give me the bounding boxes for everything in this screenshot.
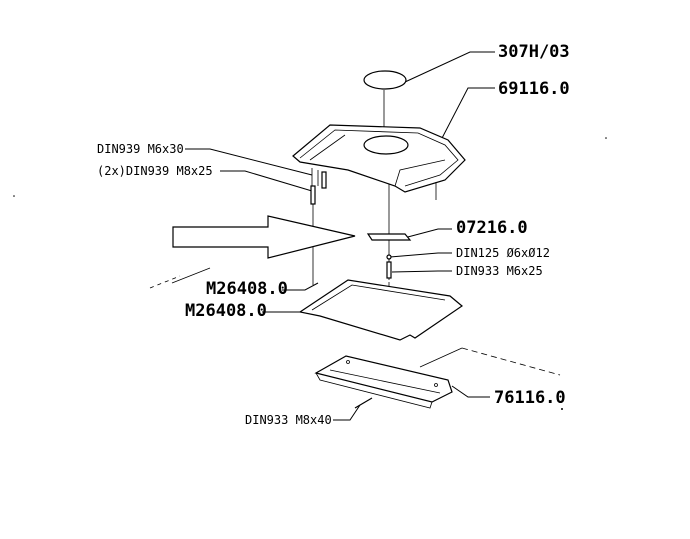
- label-76116: 76116.0: [494, 388, 566, 408]
- label-din939-m8x25: (2x)DIN939 M8x25: [97, 164, 213, 178]
- screw-din939-m8x25: [310, 185, 316, 205]
- base-plate-76116: [314, 355, 453, 409]
- speck: [13, 195, 15, 197]
- speck: [605, 137, 607, 139]
- plate-07216: [366, 233, 412, 241]
- label-69116: 69116.0: [498, 79, 570, 99]
- construction-lines: [149, 267, 561, 376]
- washer-din125: [386, 254, 392, 260]
- label-din933-m6x25: DIN933 M6x25: [456, 264, 543, 278]
- label-m26408-b: M26408.0: [185, 301, 267, 321]
- cap-307h03: [363, 70, 407, 90]
- pointer-arrow: [172, 215, 356, 259]
- screw-din933-m6x25: [386, 261, 392, 279]
- label-307h03: 307H/03: [498, 42, 570, 62]
- housing-hole: [363, 135, 409, 155]
- label-din933-m8x40: DIN933 M8x40: [245, 413, 332, 427]
- label-m26408-a: M26408.0: [206, 279, 288, 299]
- speck: [561, 408, 563, 410]
- label-din939-m6x30: DIN939 M6x30: [97, 142, 184, 156]
- label-din125: DIN125 Ø6xØ12: [456, 246, 550, 260]
- screw-din939-m6x30: [321, 171, 327, 189]
- cover-m26408: [298, 279, 463, 341]
- label-07216: 07216.0: [456, 218, 528, 238]
- leader-lines: [185, 51, 495, 421]
- housing-69116: [292, 124, 466, 200]
- screw-din933-m8x40: [354, 397, 373, 409]
